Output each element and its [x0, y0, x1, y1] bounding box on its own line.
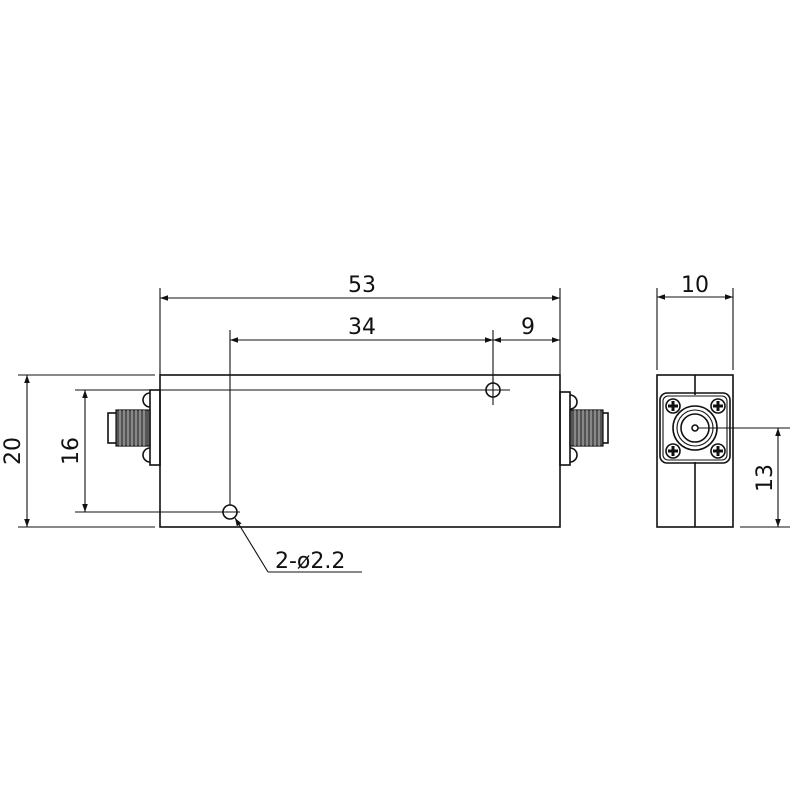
screw-icons: [665, 398, 726, 459]
sma-connector-left: [107, 389, 161, 466]
sma-connector-right: [559, 391, 609, 466]
hole-callout-label: 2-ø2.2: [275, 549, 345, 574]
dim-label-20: 20: [1, 437, 26, 465]
dim-label-16: 16: [59, 437, 84, 465]
dim-label-9: 9: [521, 315, 535, 340]
dim-label-10: 10: [681, 273, 709, 298]
dim-label-53: 53: [348, 273, 376, 298]
extension-lines: [18, 288, 561, 528]
mounting-hole-top: [480, 378, 510, 405]
hole-callout: 2-ø2.2: [234, 517, 362, 574]
dim-label-13: 13: [753, 464, 778, 492]
front-view: 53 34 9 20 16 2-ø2.2: [1, 273, 609, 574]
dim-label-34: 34: [348, 315, 376, 340]
filter-body: [159, 374, 561, 528]
side-view: 10 13: [656, 273, 790, 528]
